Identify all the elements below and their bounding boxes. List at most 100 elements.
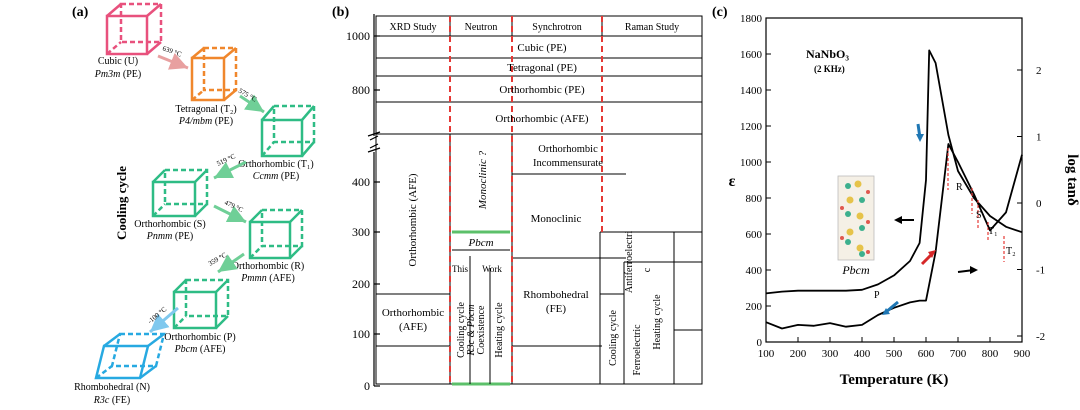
header-xrd: XRD Study — [390, 22, 437, 33]
y-tick-label: 800 — [746, 193, 763, 205]
xrd-afe: (AFE) — [399, 321, 427, 333]
series-line-1 — [765, 49, 1023, 295]
marker-t1: T₁ — [988, 226, 998, 237]
y-tick-label: 200 — [746, 301, 763, 313]
plot-frame — [765, 17, 1023, 343]
row-ortho-afe: Orthorhombic (AFE) — [495, 113, 589, 125]
xrd-orthorhombic-afe: Orthorhombic (AFE) — [407, 173, 419, 267]
sync-orthorhombic: Orthorhombic — [538, 144, 598, 155]
cooling-arrow-icon — [882, 300, 899, 315]
phase-detail: Pm3m (PE) — [94, 69, 141, 80]
raman-ferroelectric: Ferroelectric — [632, 324, 643, 376]
transition-arrow — [217, 252, 245, 274]
x-tick-label: 100 — [758, 348, 775, 360]
left-axis-arrow — [894, 216, 914, 224]
transition-arrow — [149, 306, 179, 334]
y-tick-label: 1000 — [740, 157, 763, 169]
crystal-structure-image — [837, 175, 875, 261]
cube-icon-tetragonal — [190, 46, 238, 102]
sync-fe: (FE) — [546, 303, 567, 315]
phase-name: Rhombohedral (N) — [74, 382, 150, 393]
header-synchrotron: Synchrotron — [532, 22, 581, 33]
y2-tick-label: -1 — [1036, 265, 1045, 277]
table-headers: XRD Study Neutron Synchrotron Raman Stud… — [390, 22, 680, 33]
marker-t2: T₂ — [1006, 246, 1016, 257]
chart-title: NaNbO₃ — [806, 47, 849, 61]
y-tick-label: 1400 — [740, 85, 763, 97]
inset-label: Pbcm — [841, 263, 870, 277]
neutron-work: Work — [482, 264, 502, 274]
cooling-arrow-icon — [916, 123, 924, 142]
x-tick-label: 400 — [854, 348, 871, 360]
y-tick: 0 — [364, 379, 370, 393]
y-tick: 200 — [352, 277, 370, 291]
neutron-monoclinic: Monoclinic ? — [477, 150, 489, 210]
series-group — [765, 49, 1023, 330]
phase-marker-labels: R S T₁ T₂ P — [874, 182, 1016, 301]
panel-b-phase-table: (b) 1000 800 400 300 200 100 0 — [330, 0, 710, 410]
phase-detail: R3c (FE) — [93, 395, 130, 406]
y2-tick-label: 1 — [1036, 132, 1042, 144]
phase-detail: Pmmn (AFE) — [240, 273, 295, 284]
cooling-cycle-label: Cooling cycle — [114, 166, 129, 240]
marker-r: R — [956, 182, 963, 193]
cube-icon-orthorhombic-t1 — [260, 104, 316, 158]
cube-icon-cubic — [105, 2, 163, 56]
transition-arrow — [157, 52, 189, 70]
row-cubic: Cubic (PE) — [517, 42, 567, 54]
sync-monoclinic: Monoclinic — [531, 213, 582, 225]
row-tetragonal: Tetragonal (PE) — [507, 62, 577, 74]
x-tick-label: 900 — [1014, 348, 1031, 360]
row-ortho-pe: Orthorhombic (PE) — [499, 84, 585, 96]
axis-break — [369, 135, 379, 149]
y-tick-labels: 1000 800 400 300 200 100 0 — [346, 29, 370, 393]
sync-rhombohedral: Rhombohedral — [523, 289, 588, 301]
y2-tick-label: 2 — [1036, 65, 1042, 77]
y-tick: 100 — [352, 327, 370, 341]
x-tick-label: 800 — [982, 348, 999, 360]
cube-icon-orthorhombic-s — [151, 168, 209, 218]
phase-detail: Pnmm (PE) — [146, 231, 193, 242]
phase-table-diagram: (b) 1000 800 400 300 200 100 0 — [332, 5, 703, 393]
header-raman: Raman Study — [625, 22, 679, 33]
y-tick: 800 — [352, 83, 370, 97]
x-tick-label: 200 — [790, 348, 807, 360]
xrd-orthorhombic: Orthorhombic — [382, 307, 444, 319]
header-neutron: Neutron — [465, 22, 498, 33]
transition-arrow — [213, 204, 247, 224]
transition-arrow — [239, 94, 265, 114]
phase-boundary-markers — [947, 148, 1005, 262]
right-axis-arrow — [957, 266, 978, 274]
y-tick-label: 400 — [746, 265, 763, 277]
x-tick-label: 500 — [886, 348, 903, 360]
transition-temp: -100 °C — [146, 305, 168, 326]
sync-incommensurate: Incommensurate — [533, 158, 603, 169]
y-axis — [367, 14, 381, 387]
phase-name: Orthorhombic (R) — [232, 261, 305, 272]
phase-name: Orthorhombic (P) — [164, 332, 235, 343]
x-tick-label: 700 — [950, 348, 967, 360]
phase-name: Cubic (U) — [98, 56, 138, 67]
marker-p: P — [874, 290, 880, 301]
x-axis-label: Temperature (K) — [840, 372, 949, 388]
panel-b-label: (b) — [332, 5, 349, 20]
raman-heating: Heating cycle — [652, 294, 663, 350]
neutron-coexistence: Coexistence — [476, 305, 487, 354]
phase-detail: Ccmm (PE) — [253, 171, 299, 182]
transition-temp: 359 °C — [207, 251, 228, 268]
y-tick-label: 0 — [757, 337, 763, 349]
phase-detail: P4/mbm (PE) — [178, 116, 233, 127]
panel-c-label: (c) — [712, 5, 728, 20]
y-tick-label: 1800 — [740, 13, 763, 25]
neutron-cooling: Cooling cycle — [456, 302, 467, 358]
y-tick: 400 — [352, 175, 370, 189]
heating-arrow-icon — [920, 250, 936, 266]
y2-axis-label: log tanδ — [1064, 154, 1080, 206]
phase-detail: Pbcm (AFE) — [174, 344, 226, 355]
raman-cooling: Cooling cycle — [608, 310, 619, 366]
